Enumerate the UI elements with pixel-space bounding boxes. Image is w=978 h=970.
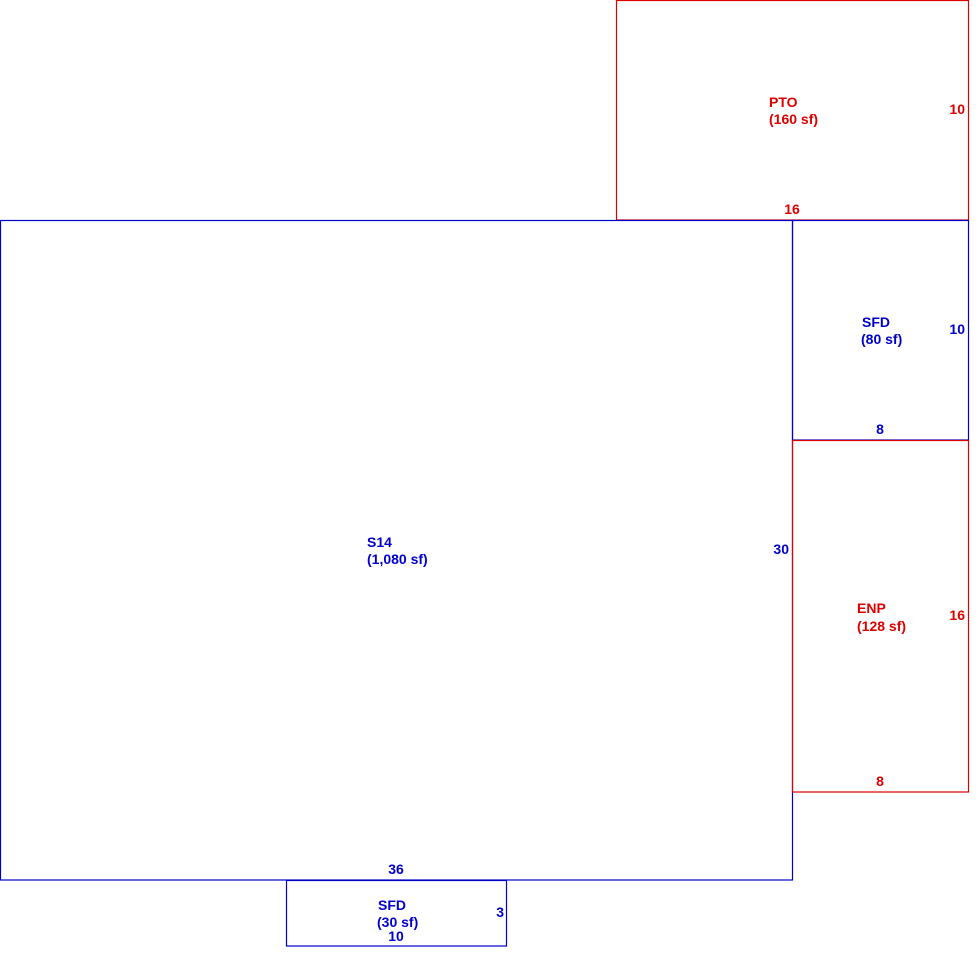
s14-depth-dim: 30: [773, 541, 789, 557]
area-enp: ENP (128 sf) 8 16: [791, 439, 970, 793]
sfd-lower-width-dim: 10: [388, 928, 404, 944]
area-s14: S14 (1,080 sf) 36 30: [0, 219, 794, 881]
enp-width-dim: 8: [876, 773, 884, 789]
pto-width-dim: 16: [784, 201, 800, 217]
enp-area: (128 sf): [857, 618, 906, 634]
sfd-lower-code: SFD: [378, 897, 406, 913]
enp-code: ENP: [857, 600, 886, 616]
sfd-upper-depth-dim: 10: [949, 321, 965, 337]
sfd-lower-area: (30 sf): [377, 914, 418, 930]
pto-depth-dim: 10: [949, 101, 965, 117]
enp-outline: [791, 439, 970, 793]
area-sfd-upper: SFD (80 sf) 8 10: [791, 219, 970, 441]
area-pto: PTO (160 sf) 16 10: [615, 0, 970, 221]
enp-depth-dim: 16: [949, 607, 965, 623]
s14-area: (1,080 sf): [367, 551, 428, 567]
sfd-upper-width-dim: 8: [876, 421, 884, 437]
sfd-lower-outline: [285, 879, 508, 947]
sfd-lower-depth-dim: 3: [496, 904, 504, 920]
sfd-upper-area: (80 sf): [861, 331, 902, 347]
s14-code: S14: [367, 534, 392, 550]
pto-area: (160 sf): [769, 111, 818, 127]
pto-code: PTO: [769, 94, 798, 110]
sfd-upper-code: SFD: [862, 314, 890, 330]
s14-width-dim: 36: [388, 861, 404, 877]
area-sfd-lower: SFD (30 sf) 10 3: [285, 879, 508, 947]
